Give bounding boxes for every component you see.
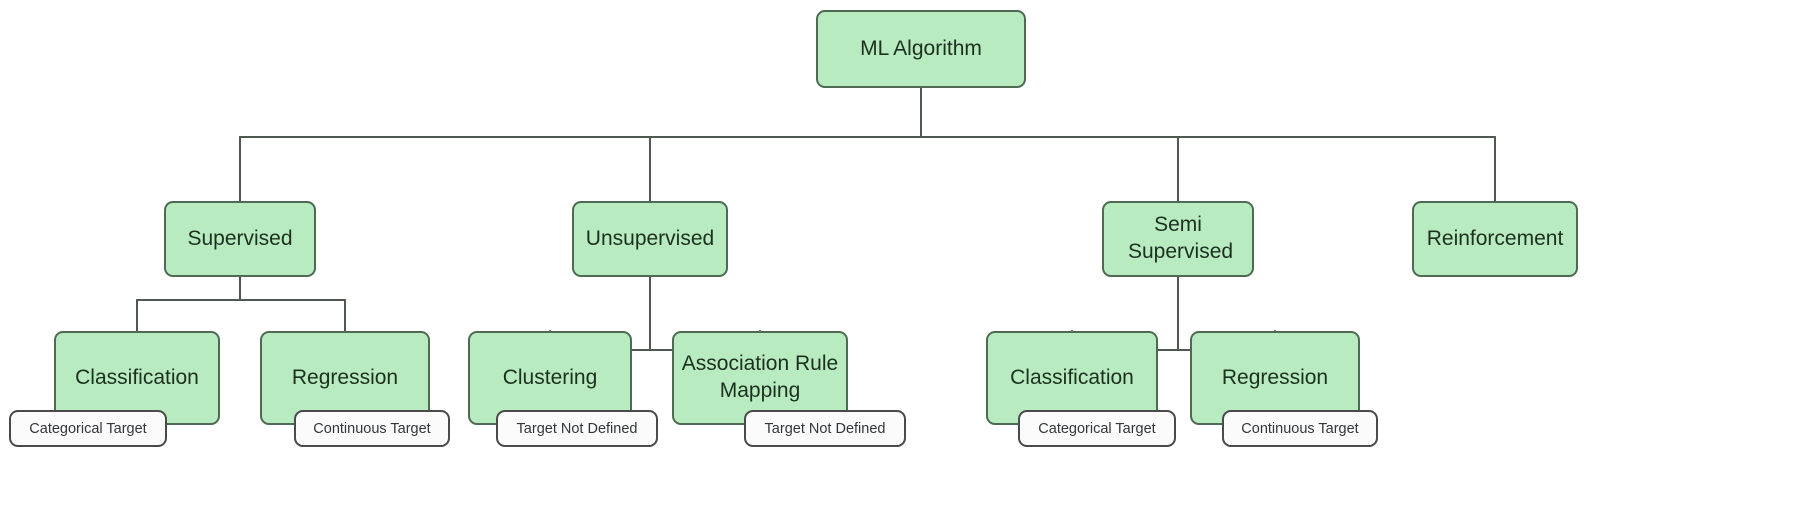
node-reinforcement[interactable]: Reinforcement (1412, 201, 1578, 277)
node-semi-supervised[interactable]: Semi Supervised (1102, 201, 1254, 277)
tag-label: Target Not Defined (516, 420, 638, 437)
node-label: Association Rule Mapping (681, 352, 839, 402)
node-label: Semi Supervised (1128, 213, 1234, 263)
tag-association-rule-mapping-target[interactable]: Target Not Defined (744, 410, 906, 447)
node-label: Unsupervised (585, 226, 715, 250)
tag-label: Categorical Target (1038, 420, 1156, 437)
node-supervised[interactable]: Supervised (164, 201, 316, 277)
tag-semi-classification-target[interactable]: Categorical Target (1018, 410, 1176, 447)
tag-semi-regression-target[interactable]: Continuous Target (1222, 410, 1378, 447)
node-label: Regression (291, 365, 399, 389)
node-label: Reinforcement (1426, 226, 1564, 250)
node-label: Classification (1010, 365, 1134, 389)
node-supervised-regression[interactable]: Regression (260, 331, 430, 425)
node-label: Regression (1221, 365, 1329, 389)
tag-label: Categorical Target (29, 420, 147, 437)
node-label: Classification (75, 365, 199, 389)
node-label: Supervised (187, 226, 293, 250)
tag-supervised-classification-target[interactable]: Categorical Target (9, 410, 167, 447)
node-label: Clustering (502, 365, 598, 389)
tag-label: Target Not Defined (764, 420, 886, 437)
node-label: ML Algorithm (860, 36, 982, 60)
tag-label: Continuous Target (1241, 420, 1359, 437)
tag-supervised-regression-target[interactable]: Continuous Target (294, 410, 450, 447)
tag-clustering-target[interactable]: Target Not Defined (496, 410, 658, 447)
node-ml-algorithm[interactable]: ML Algorithm (816, 10, 1026, 88)
tag-label: Continuous Target (313, 420, 431, 437)
node-unsupervised[interactable]: Unsupervised (572, 201, 728, 277)
